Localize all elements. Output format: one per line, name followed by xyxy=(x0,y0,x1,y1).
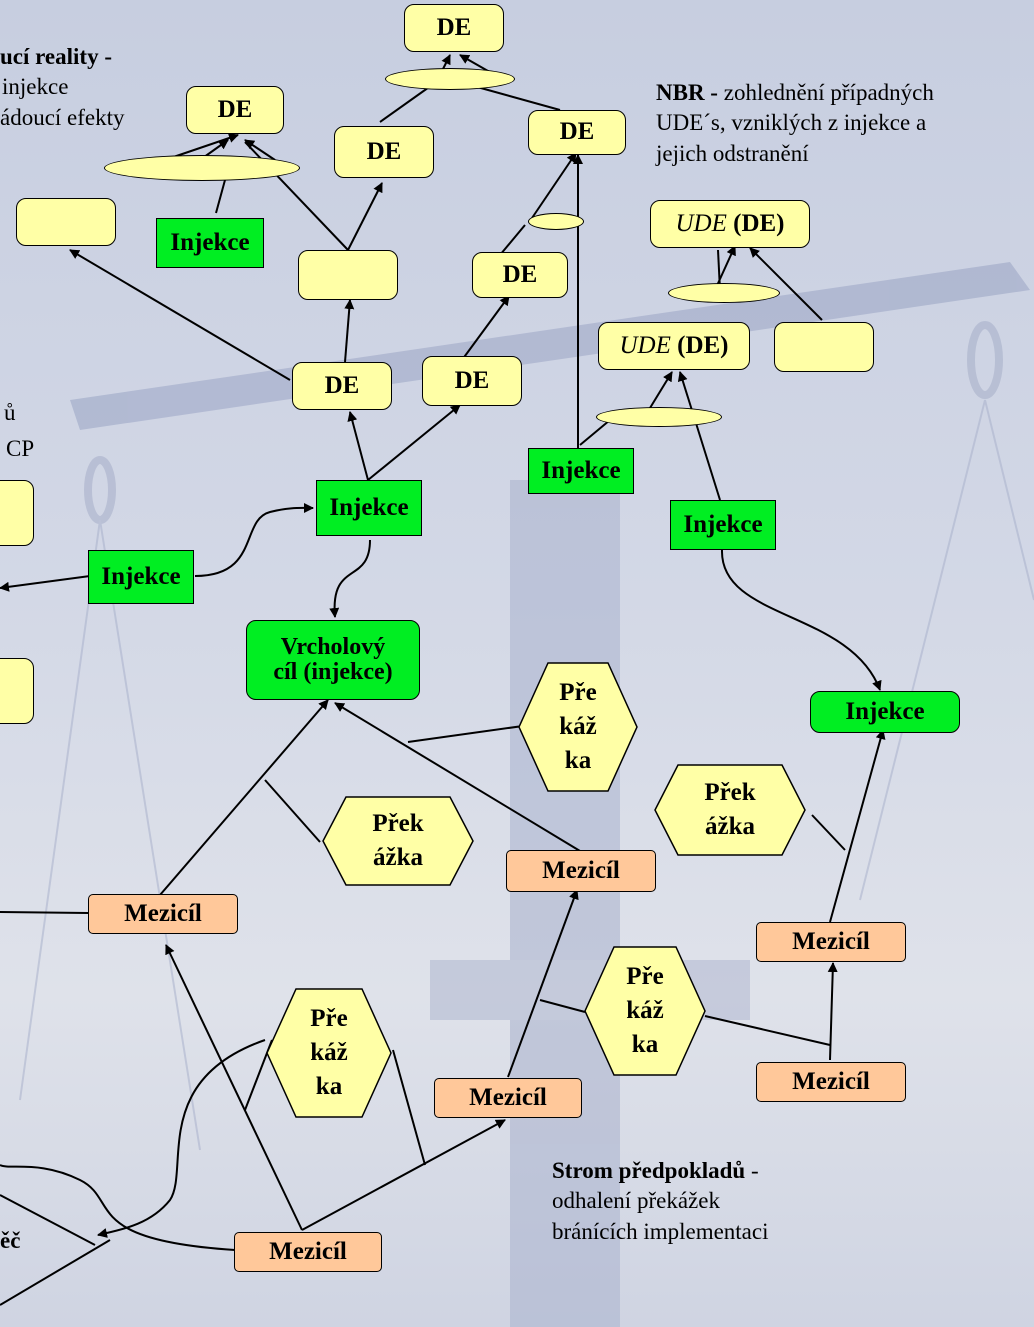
ude-low-de: (DE) xyxy=(677,331,729,359)
de-node-mid-label: DE xyxy=(366,137,402,165)
obstacle-line: ka xyxy=(564,746,592,774)
ude-top-de: (DE) xyxy=(733,209,785,237)
injection-node-center: Injekce xyxy=(316,480,422,536)
obstacle-line: káž xyxy=(310,1039,348,1067)
ude-top-abbr: UDE xyxy=(675,209,727,237)
obstacle-line: káž xyxy=(559,713,597,741)
intermediate-goal-3: Mezicíl xyxy=(756,922,906,962)
obstacle-line: ážka xyxy=(705,813,755,840)
left-fragment-2: CP xyxy=(6,436,35,461)
de-node-left: DE xyxy=(186,86,284,134)
frt-note-line2: ádoucí efekty xyxy=(0,104,125,130)
injection-node-right: Injekce xyxy=(528,448,634,494)
nbr-note: NBR - zohlednění případných UDE´s, vznik… xyxy=(656,78,934,169)
prerequisite-tree-dash: - xyxy=(750,1158,759,1183)
injection-label: Injekce xyxy=(541,456,621,484)
injection-label: Injekce xyxy=(329,493,409,521)
nbr-note-line1: zohlednění případných xyxy=(723,80,934,105)
empty-node-far-left-bottom xyxy=(0,658,34,724)
intermediate-goal-label: Mezicíl xyxy=(792,1067,870,1095)
injection-label: Injekce xyxy=(170,228,250,256)
ude-low-abbr: UDE xyxy=(619,331,671,359)
de-node-center-right: DE xyxy=(422,356,522,406)
obstacle-line: káž xyxy=(626,997,664,1025)
injection-node-far-right: Injekce xyxy=(810,691,960,733)
nbr-note-line2: UDE´s, vzniklých z injekce a xyxy=(656,110,927,136)
injection-label: Injekce xyxy=(683,510,763,538)
de-node-top: DE xyxy=(404,4,504,52)
prerequisite-tree-title: Strom předpokladů xyxy=(552,1158,746,1183)
obstacle-right: Přek ážka xyxy=(654,764,806,856)
top-goal-line1: Vrcholový xyxy=(280,633,386,660)
obstacle-line: Pře xyxy=(626,963,664,991)
injection-node-nbr: Injekce xyxy=(670,500,776,550)
and-connector-mid xyxy=(528,213,584,230)
obstacle-center: Přek ážka xyxy=(322,796,474,886)
obstacle-top-right: Pře káž ka xyxy=(518,662,638,792)
prerequisite-tree-line2: bránících implementaci xyxy=(552,1218,769,1244)
nbr-note-title: NBR - xyxy=(656,80,718,105)
prerequisite-tree-line1: odhalení překážek xyxy=(552,1188,720,1214)
intermediate-goal-5: Mezicíl xyxy=(434,1078,582,1118)
intermediate-goal-label: Mezicíl xyxy=(792,927,870,955)
intermediate-goal-label: Mezicíl xyxy=(469,1083,547,1111)
intermediate-goal-2: Mezicíl xyxy=(506,850,656,892)
left-fragment-1: ů xyxy=(4,400,16,425)
frt-note: ucí reality - injekce ádoucí efekty xyxy=(0,42,125,133)
and-connector-ude xyxy=(668,283,780,303)
obstacle-line: ka xyxy=(315,1072,343,1100)
injection-node-left: Injekce xyxy=(88,550,194,604)
injection-label: Injekce xyxy=(845,697,925,725)
injection-node-left-small: Injekce xyxy=(156,218,264,268)
obstacle-line: Pře xyxy=(310,1005,348,1033)
intermediate-goal-1: Mezicíl xyxy=(88,894,238,934)
prerequisite-tree-note: Strom předpokladů - odhalení překážek br… xyxy=(552,1156,769,1247)
and-connector-ude-low xyxy=(596,407,722,427)
empty-node-ude xyxy=(774,322,874,372)
de-node-right-label: DE xyxy=(559,118,595,146)
obstacle-line: ážka xyxy=(373,844,423,871)
de-node-center-right-label: DE xyxy=(454,366,490,394)
ude-node-low: UDE (DE) xyxy=(598,322,750,370)
empty-node-mid xyxy=(298,250,398,300)
intermediate-goal-4: Mezicíl xyxy=(756,1062,906,1102)
de-node-top-label: DE xyxy=(436,13,472,41)
frt-note-title: ucí reality - xyxy=(0,44,112,69)
and-connector-top xyxy=(385,68,515,90)
intermediate-goal-6: Mezicíl xyxy=(234,1232,382,1272)
de-node-right-low-label: DE xyxy=(502,260,538,288)
intermediate-goal-label: Mezicíl xyxy=(542,856,620,884)
left-fragment-3: ěč xyxy=(0,1228,21,1253)
injection-label: Injekce xyxy=(101,562,181,590)
de-node-right-low: DE xyxy=(472,252,568,298)
and-connector-left xyxy=(104,155,300,181)
empty-node-left xyxy=(16,198,116,246)
de-node-right: DE xyxy=(528,110,626,155)
obstacle-line: Přek xyxy=(704,779,756,807)
obstacle-line: ka xyxy=(631,1030,659,1058)
obstacle-bottom-left: Pře káž ka xyxy=(266,988,392,1118)
de-node-center-label: DE xyxy=(324,371,360,399)
frt-note-line1: injekce xyxy=(2,74,69,100)
obstacle-bottom-mid: Pře káž ka xyxy=(584,946,706,1076)
obstacle-line: Přek xyxy=(372,810,424,838)
ude-node-top: UDE (DE) xyxy=(650,200,810,248)
de-node-mid: DE xyxy=(334,126,434,178)
nbr-note-line3: jejich odstranění xyxy=(656,140,809,166)
empty-node-far-left-top xyxy=(0,480,34,546)
top-goal-line2: cíl (injekce) xyxy=(273,659,393,685)
de-node-center: DE xyxy=(292,362,392,410)
intermediate-goal-label: Mezicíl xyxy=(269,1237,347,1265)
de-node-left-label: DE xyxy=(217,95,253,123)
intermediate-goal-label: Mezicíl xyxy=(124,899,202,927)
obstacle-line: Pře xyxy=(559,679,597,707)
